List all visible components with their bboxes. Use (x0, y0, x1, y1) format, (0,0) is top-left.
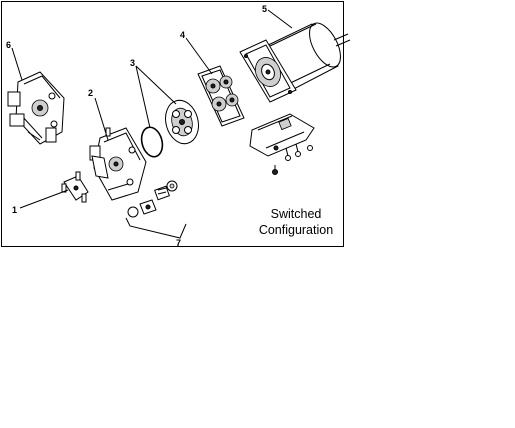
callout-6: 6 (6, 40, 11, 50)
callout-leaders (11, 9, 293, 239)
callout-2: 2 (88, 88, 93, 98)
part-2-pump-housing (89, 127, 147, 201)
caption-line-1: Switched (270, 207, 322, 221)
caption-line-2: Configuration (258, 223, 334, 237)
callout-3: 3 (130, 58, 135, 68)
part-6-pump-head-assembly (7, 71, 65, 145)
callout-5: 5 (262, 4, 267, 14)
part-3-valve-assembly (140, 99, 199, 158)
callout-4: 4 (180, 30, 185, 40)
part-1-fitting (61, 171, 89, 203)
part-7-check-valve-kit (127, 180, 178, 218)
callout-7: 7 (176, 238, 181, 248)
configuration-caption: Switched Configuration (246, 206, 346, 238)
part-4-diaphragm-plate (197, 65, 245, 127)
callout-1: 1 (12, 205, 17, 215)
part-5-motor (239, 22, 351, 175)
